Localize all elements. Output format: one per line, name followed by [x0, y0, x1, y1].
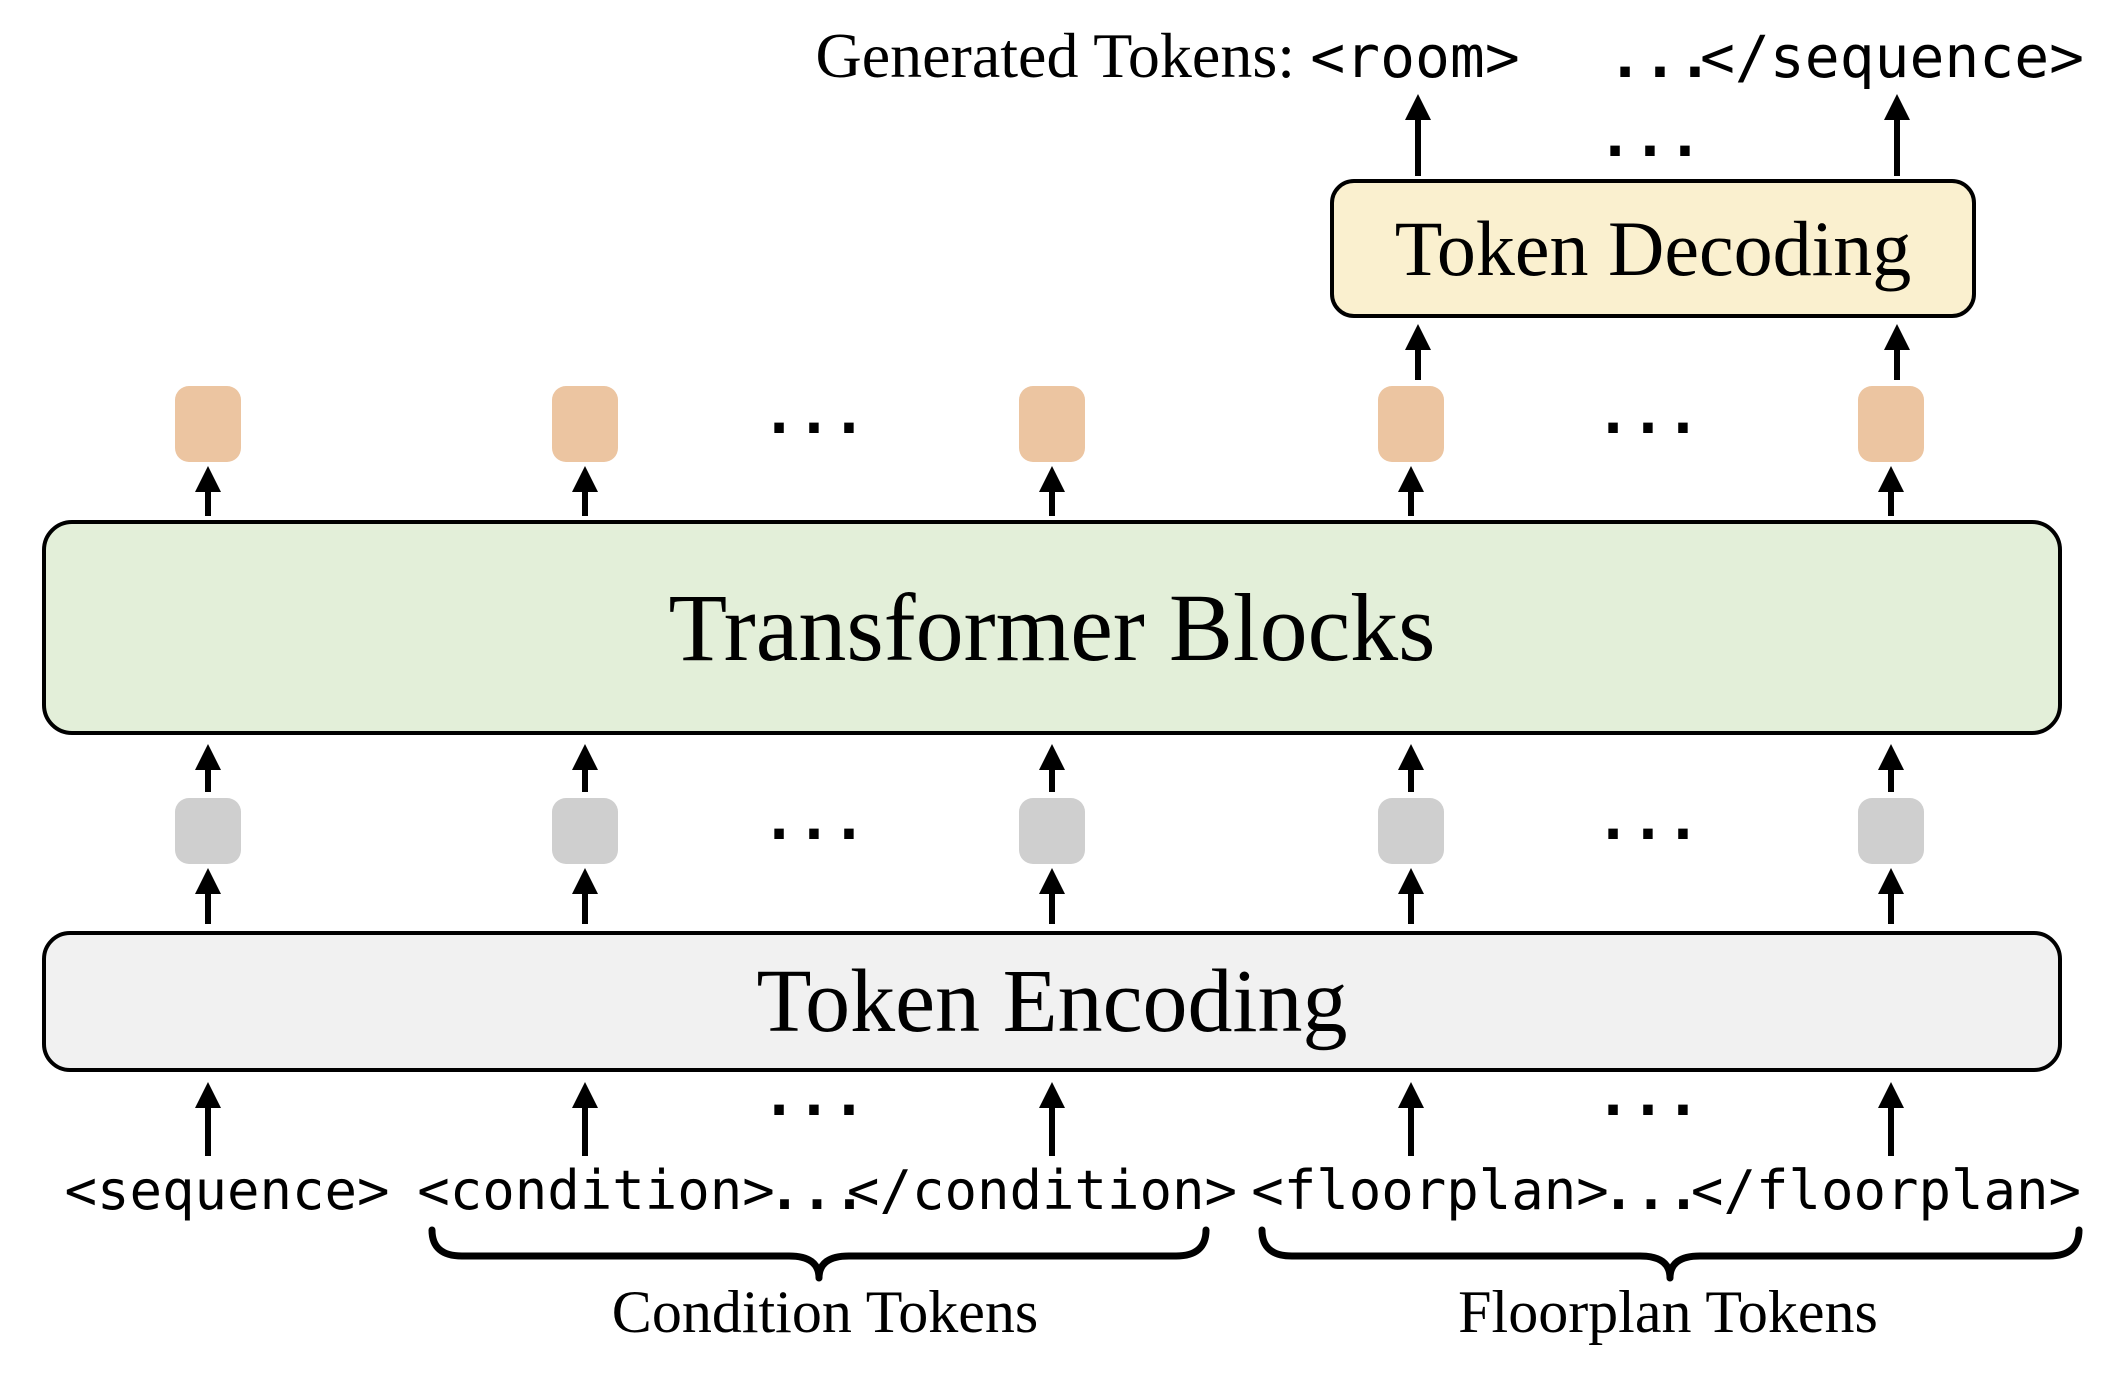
output-embedding-square: [1019, 386, 1085, 462]
up-arrow-icon: [1405, 324, 1431, 380]
up-arrow-icon: [1398, 868, 1424, 924]
condition-tokens-label: Condition Tokens: [611, 1279, 1039, 1345]
up-arrow-icon: [195, 868, 221, 924]
output-embedding-square: [175, 386, 241, 462]
up-arrow-icon: [1039, 1082, 1065, 1156]
up-arrow-icon: [1398, 744, 1424, 792]
up-arrow-icon: [572, 466, 598, 516]
up-arrow-icon: [1398, 1082, 1424, 1156]
transformer-blocks-label: Transformer Blocks: [668, 574, 1436, 681]
up-arrow-icon: [1039, 868, 1065, 924]
condition-end-token: </condition>: [846, 1159, 1238, 1222]
token-decoding-box: Token Decoding: [1330, 179, 1976, 318]
ellipsis: ...: [1595, 1061, 1701, 1129]
transformer-blocks-box: Transformer Blocks: [42, 520, 2062, 735]
floorplan-ellipsis: ...: [1602, 1159, 1700, 1222]
ellipsis: ...: [761, 785, 867, 853]
floorplan-end-token: </floorplan>: [1690, 1159, 2082, 1222]
input-embedding-square: [1378, 798, 1444, 864]
sequence-end-token: </sequence>: [1699, 23, 2085, 91]
input-embedding-square: [1019, 798, 1085, 864]
up-arrow-icon: [1878, 466, 1904, 516]
ellipsis: ...: [1595, 379, 1701, 447]
up-arrow-icon: [195, 1082, 221, 1156]
condition-tokens-brace-icon: [428, 1226, 1210, 1282]
token-decoding-label: Token Decoding: [1394, 204, 1912, 292]
generated-tokens-label: Generated Tokens:: [815, 20, 1296, 91]
up-arrow-icon: [1884, 94, 1910, 176]
sequence-start-token: <sequence>: [64, 1159, 390, 1222]
room-token: <room>: [1310, 23, 1520, 91]
token-encoding-label: Token Encoding: [756, 952, 1348, 1051]
up-arrow-icon: [1039, 466, 1065, 516]
up-arrow-icon: [572, 1082, 598, 1156]
token-encoding-box: Token Encoding: [42, 931, 2062, 1072]
header-ellipsis: ...: [1607, 23, 1713, 91]
up-arrow-icon: [195, 744, 221, 792]
floorplan-tokens-label: Floorplan Tokens: [1458, 1279, 1878, 1345]
up-arrow-icon: [1398, 466, 1424, 516]
condition-start-token: <condition>: [417, 1159, 775, 1222]
input-embedding-square: [552, 798, 618, 864]
output-embedding-square: [552, 386, 618, 462]
output-embedding-square: [1858, 386, 1924, 462]
up-arrow-icon: [195, 466, 221, 516]
floorplan-tokens-brace-icon: [1258, 1226, 2083, 1282]
up-arrow-icon: [572, 744, 598, 792]
up-arrow-icon: [1878, 1082, 1904, 1156]
input-embedding-square: [1858, 798, 1924, 864]
ellipsis: ...: [761, 379, 867, 447]
input-embedding-square: [175, 798, 241, 864]
up-arrow-icon: [1878, 868, 1904, 924]
ellipsis: ...: [1595, 785, 1701, 853]
up-arrow-icon: [1039, 744, 1065, 792]
up-arrow-icon: [1884, 324, 1910, 380]
ellipsis: ...: [761, 1061, 867, 1129]
output-embedding-square: [1378, 386, 1444, 462]
floorplan-start-token: <floorplan>: [1251, 1159, 1609, 1222]
ellipsis: ...: [1597, 102, 1703, 170]
up-arrow-icon: [1405, 94, 1431, 176]
up-arrow-icon: [572, 868, 598, 924]
up-arrow-icon: [1878, 744, 1904, 792]
condition-ellipsis: ...: [768, 1159, 866, 1222]
